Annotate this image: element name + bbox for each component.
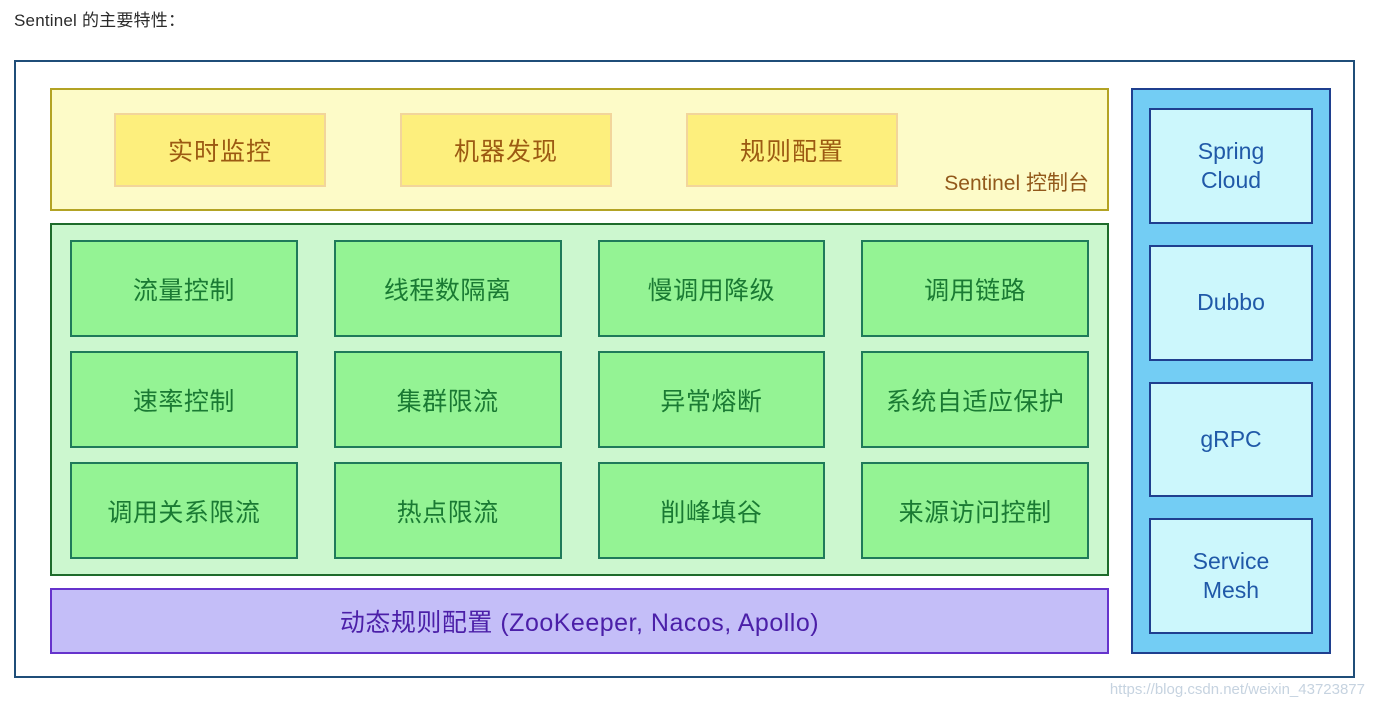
diagram-left-column: 实时监控 机器发现 规则配置 Sentinel 控制台 流量控制 线程数隔离 慢… — [50, 88, 1109, 654]
core-box-thread-isolation[interactable]: 线程数隔离 — [333, 240, 562, 337]
core-box-flow-control[interactable]: 流量控制 — [70, 240, 298, 337]
core-box-rate-control[interactable]: 速率控制 — [70, 351, 298, 448]
core-feature-row: 速率控制 集群限流 异常熔断 系统自适应保护 — [70, 351, 1089, 448]
dashboard-box-realtime-monitoring[interactable]: 实时监控 — [114, 112, 326, 187]
page-title: Sentinel 的主要特性： — [14, 11, 186, 30]
core-box-system-adaptive-protection[interactable]: 系统自适应保护 — [861, 351, 1089, 448]
core-box-call-chain[interactable]: 调用链路 — [861, 240, 1089, 337]
core-feature-row: 调用关系限流 热点限流 削峰填谷 来源访问控制 — [70, 462, 1089, 559]
core-box-peak-shaving[interactable]: 削峰填谷 — [597, 462, 826, 559]
dynamic-rule-datasource-bar: 动态规则配置 (ZooKeeper, Nacos, Apollo) — [50, 588, 1109, 654]
diagram-body: 实时监控 机器发现 规则配置 Sentinel 控制台 流量控制 线程数隔离 慢… — [16, 62, 1353, 676]
core-box-slow-call-degrade[interactable]: 慢调用降级 — [597, 240, 826, 337]
adapter-box-grpc[interactable]: gRPC — [1149, 381, 1313, 498]
core-box-hotspot-flow-control[interactable]: 热点限流 — [333, 462, 562, 559]
sentinel-dashboard-panel: 实时监控 机器发现 规则配置 Sentinel 控制台 — [50, 88, 1109, 211]
core-box-relation-flow-control[interactable]: 调用关系限流 — [70, 462, 298, 559]
core-box-origin-access-control[interactable]: 来源访问控制 — [861, 462, 1089, 559]
sentinel-architecture-diagram: 实时监控 机器发现 规则配置 Sentinel 控制台 流量控制 线程数隔离 慢… — [14, 60, 1355, 678]
core-box-cluster-flow-control[interactable]: 集群限流 — [333, 351, 562, 448]
dashboard-panel-label: Sentinel 控制台 — [944, 172, 1089, 195]
adapter-box-dubbo[interactable]: Dubbo — [1149, 244, 1313, 361]
core-feature-row: 流量控制 线程数隔离 慢调用降级 调用链路 — [70, 240, 1089, 337]
sentinel-core-panel: 流量控制 线程数隔离 慢调用降级 调用链路 速率控制 集群限流 异常熔断 系统自… — [50, 223, 1109, 576]
core-box-exception-circuit-breaking[interactable]: 异常熔断 — [597, 351, 826, 448]
watermark: https://blog.csdn.net/weixin_43723877 — [1109, 681, 1365, 698]
dashboard-feature-boxes: 实时监控 机器发现 规则配置 — [66, 112, 898, 187]
dashboard-box-rule-configuration[interactable]: 规则配置 — [686, 112, 898, 187]
dashboard-box-machine-discovery[interactable]: 机器发现 — [400, 112, 612, 187]
